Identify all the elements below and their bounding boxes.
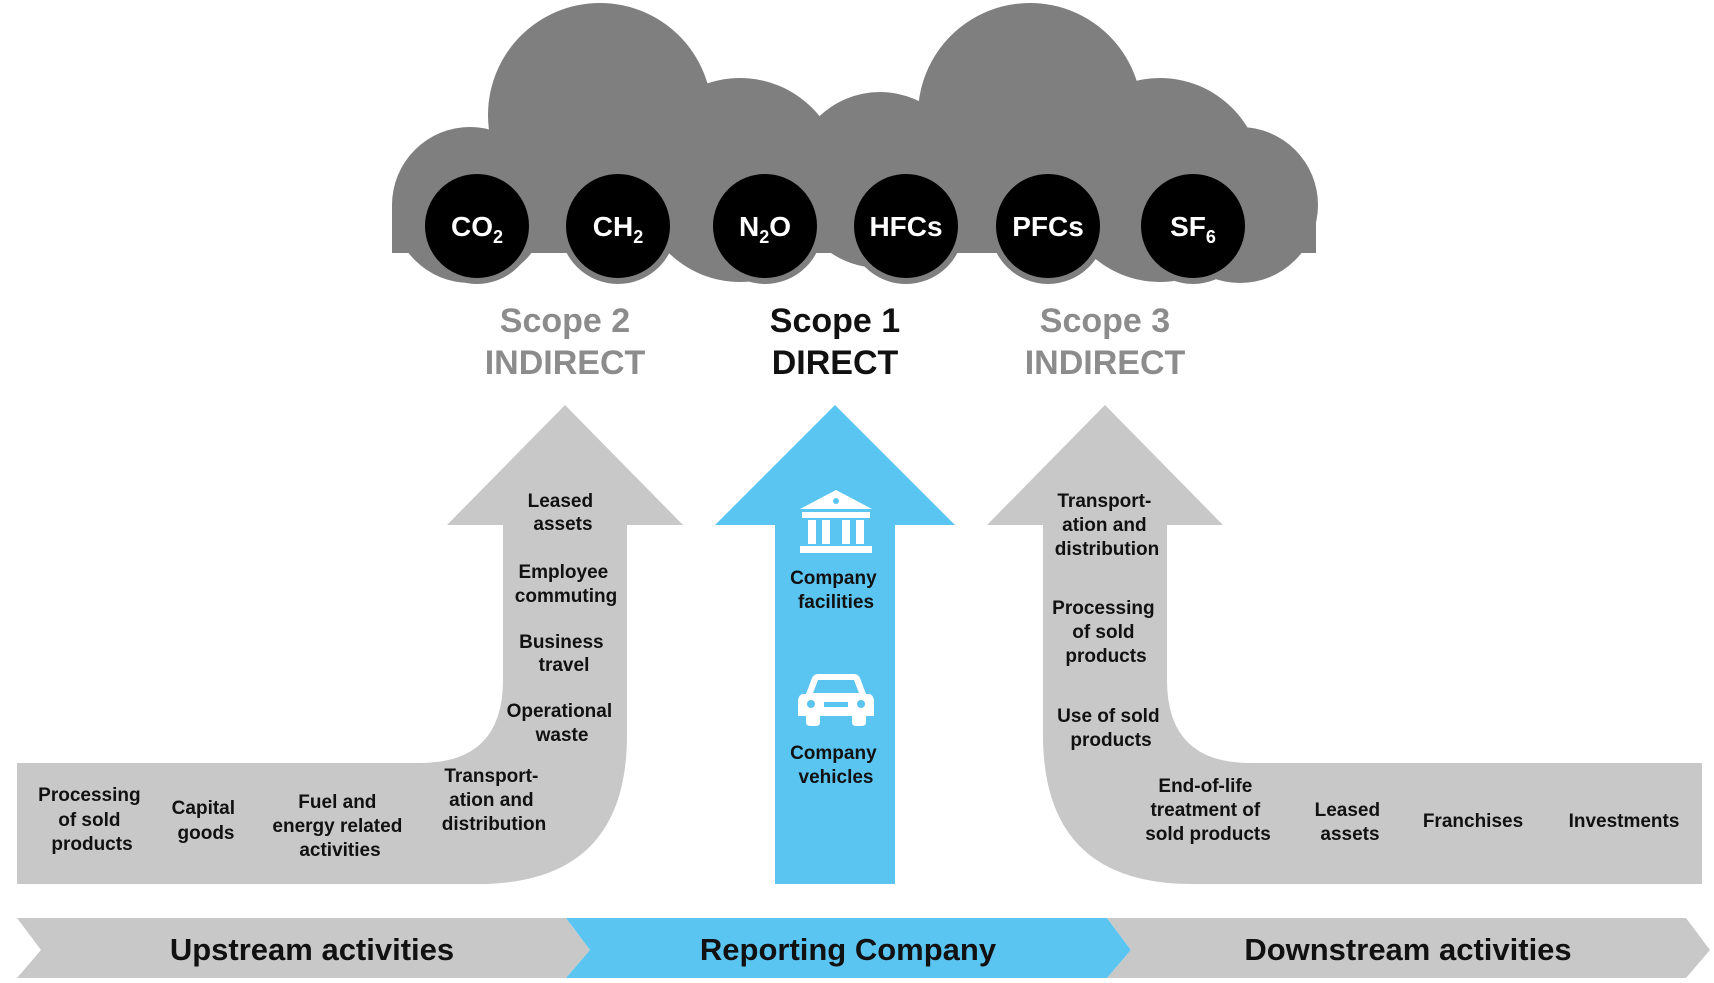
svg-text:SF6: SF6	[1170, 211, 1216, 247]
upstream-items: Leased assets Employee commuting Busines…	[38, 491, 617, 861]
downstream-item-franchises: Franchises	[1423, 811, 1523, 832]
gas-ch2: CH2	[560, 168, 676, 284]
svg-text:INDIRECT: INDIRECT	[1025, 344, 1186, 382]
svg-text:Scope 2: Scope 2	[500, 302, 630, 340]
upstream-item-leased-assets: Leased assets	[528, 491, 599, 535]
car-icon	[798, 674, 874, 726]
scope-1-label: Scope 1 DIRECT	[770, 302, 900, 382]
gas-pfcs: PFCs	[990, 168, 1106, 284]
bank-building-icon	[800, 490, 872, 553]
svg-text:INDIRECT: INDIRECT	[485, 344, 646, 382]
svg-text:Scope 1: Scope 1	[770, 302, 900, 340]
svg-text:DIRECT: DIRECT	[772, 344, 899, 382]
upstream-item-transportation-distribution: Transport- ation and distribution	[442, 766, 546, 835]
value-chain-bar: Upstream activities Reporting Company Do…	[17, 918, 1710, 978]
svg-text:Scope 3: Scope 3	[1040, 302, 1170, 340]
upstream-chevron	[17, 918, 590, 978]
downstream-curved-arrow	[987, 405, 1702, 884]
direct-items: Company facilities Company vehicles	[790, 490, 882, 788]
reporting-company-label: Reporting Company	[700, 932, 997, 967]
scope-3-label: Scope 3 INDIRECT	[1025, 302, 1186, 382]
downstream-item-processing-sold-products: Processing of sold products	[1052, 598, 1160, 667]
upstream-item-processing-sold-products: Processing of sold products	[38, 785, 146, 855]
direct-blue-arrow	[715, 405, 955, 884]
gas-row: CO2 CH2 N2O HFCs PFCs SF6	[419, 168, 1251, 284]
upstream-item-operational-waste: Operational waste	[507, 701, 618, 746]
gas-co2: CO2	[419, 168, 535, 284]
downstream-item-use-of-sold-products: Use of sold products	[1057, 706, 1165, 751]
upstream-item-capital-goods: Capital goods	[172, 798, 241, 844]
direct-item-company-vehicles: Company vehicles	[790, 743, 882, 788]
gas-n2o: N2O	[707, 168, 823, 284]
scope-2-label: Scope 2 INDIRECT	[485, 302, 646, 382]
direct-item-company-facilities: Company facilities	[790, 568, 882, 613]
svg-text:N2O: N2O	[739, 211, 791, 247]
svg-text:PFCs: PFCs	[1012, 211, 1084, 242]
upstream-curved-arrow	[17, 405, 683, 884]
downstream-item-investments: Investments	[1569, 811, 1680, 832]
downstream-chevron	[1107, 918, 1710, 978]
gas-hfcs: HFCs	[848, 168, 964, 284]
downstream-items: Transport- ation and distribution Proces…	[1052, 491, 1679, 845]
gas-sf6: SF6	[1135, 168, 1251, 284]
upstream-item-business-travel: Business travel	[519, 632, 609, 676]
downstream-activities-label: Downstream activities	[1244, 932, 1571, 967]
svg-text:HFCs: HFCs	[869, 211, 942, 242]
reporting-chevron	[566, 918, 1131, 978]
downstream-item-leased-assets: Leased assets	[1315, 800, 1386, 845]
upstream-item-fuel-energy: Fuel and energy related activities	[272, 792, 407, 861]
svg-text:CH2: CH2	[593, 211, 643, 247]
svg-text:CO2: CO2	[451, 211, 503, 247]
upstream-item-employee-commuting: Employee commuting	[515, 562, 617, 607]
upstream-activities-label: Upstream activities	[170, 932, 454, 967]
downstream-item-end-of-life: End-of-life treatment of sold products	[1145, 776, 1271, 845]
downstream-item-transportation-distribution: Transport- ation and distribution	[1055, 491, 1159, 560]
